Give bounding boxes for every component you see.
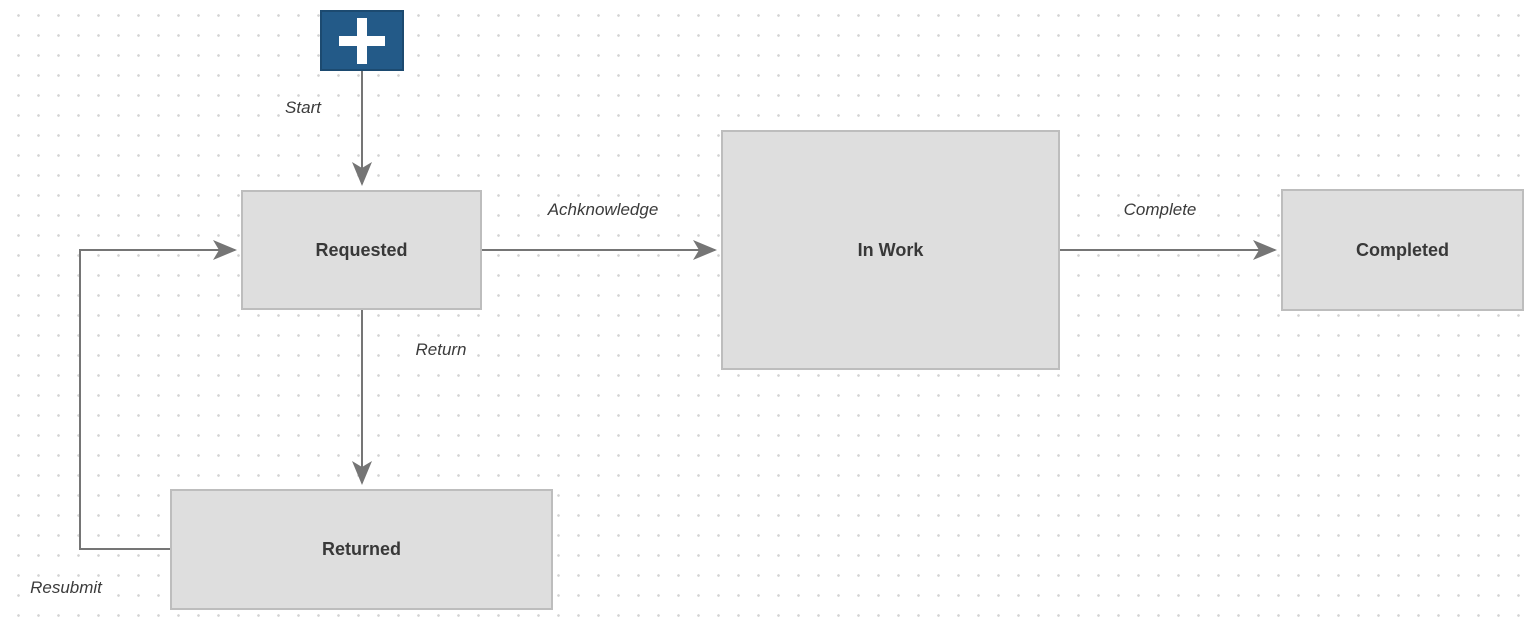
edge-label-resubmit[interactable]: Resubmit — [27, 577, 105, 599]
node-requested-label: Requested — [315, 239, 408, 260]
edge-label-achknowledge[interactable]: Achknowledge — [544, 199, 662, 221]
node-completed-label: Completed — [1355, 239, 1449, 260]
start-node-plus-button[interactable] — [320, 10, 404, 71]
node-in-work[interactable]: In Work — [721, 130, 1060, 370]
node-returned-label: Returned — [321, 539, 401, 559]
node-requested[interactable]: Requested — [241, 190, 482, 310]
edge-label-start[interactable]: Start — [282, 97, 324, 119]
node-returned[interactable]: Returned — [170, 489, 553, 610]
edge-label-return[interactable]: Return — [412, 339, 470, 361]
node-completed[interactable]: Completed — [1281, 189, 1524, 311]
edge-label-complete[interactable]: Complete — [1120, 199, 1200, 221]
plus-icon — [339, 17, 385, 64]
node-in-work-label: In Work — [857, 239, 924, 260]
